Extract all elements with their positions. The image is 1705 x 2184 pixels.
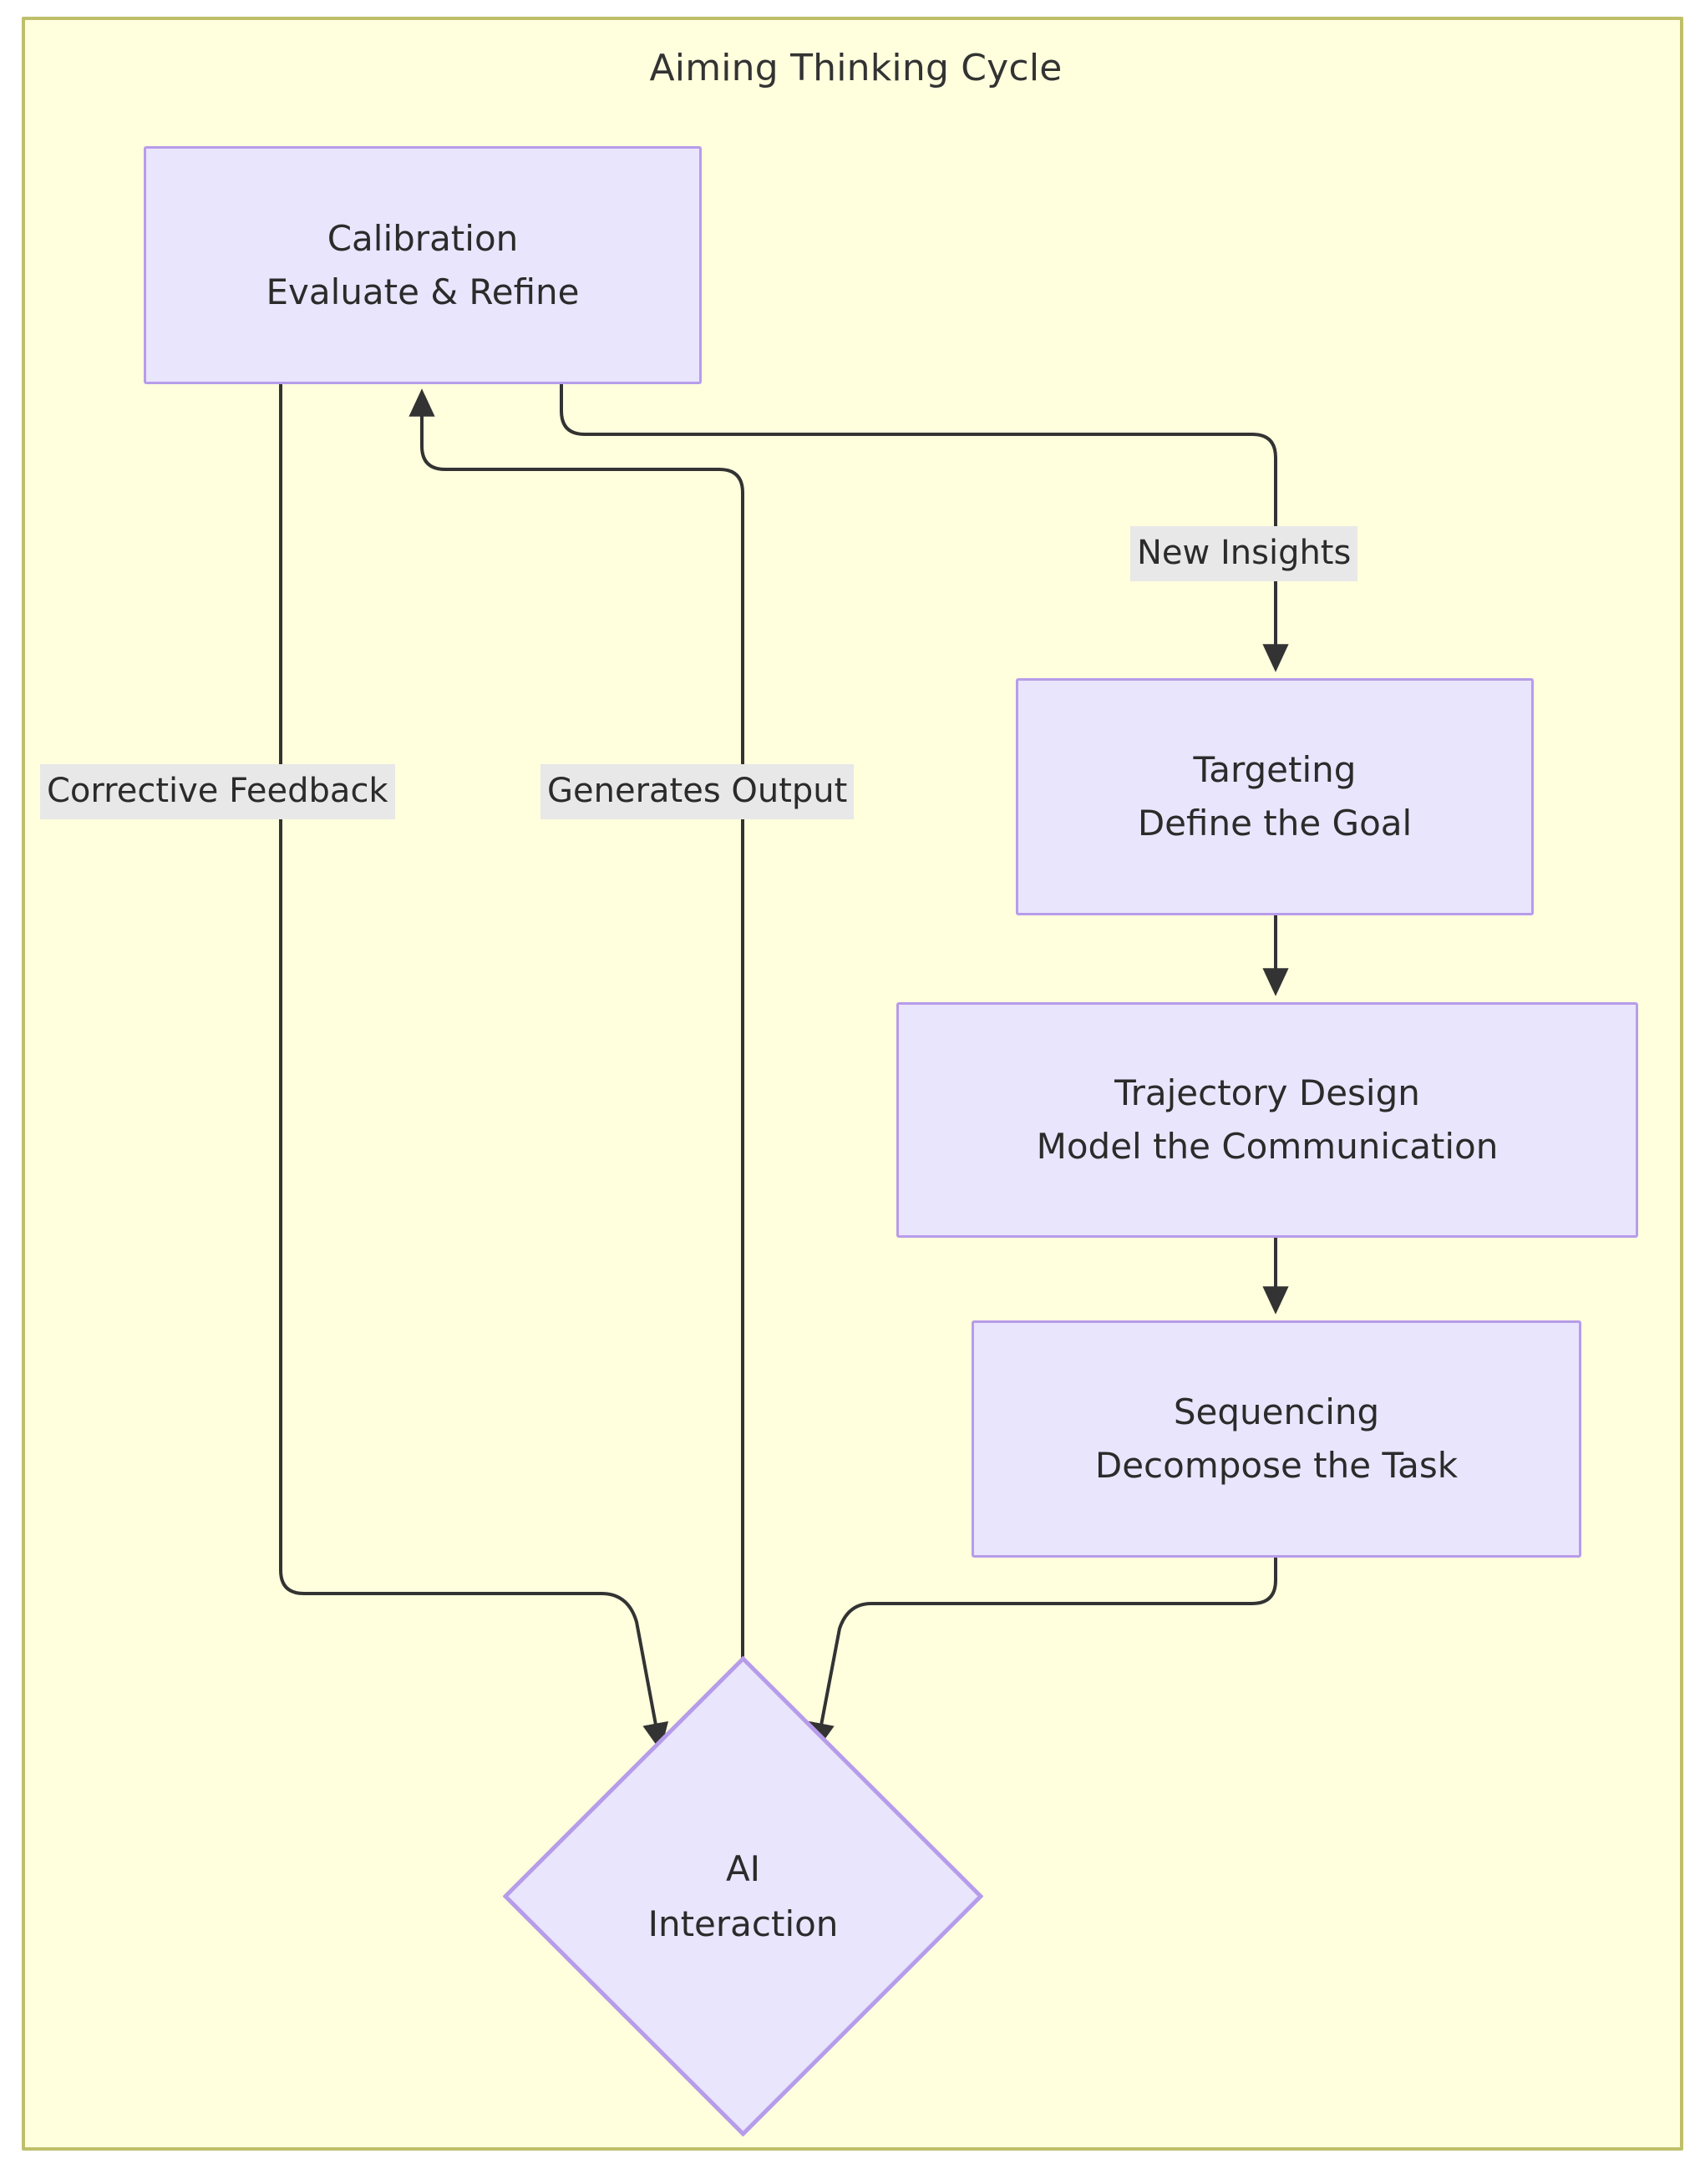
node-calibration-title: Calibration bbox=[327, 217, 519, 259]
edge-label-new-insights: New Insights bbox=[1130, 526, 1358, 581]
diagram-title: Aiming Thinking Cycle bbox=[649, 47, 1063, 89]
node-trajectory-title: Trajectory Design bbox=[1114, 1072, 1420, 1114]
diamond-shape bbox=[503, 1656, 983, 2136]
node-sequencing[interactable]: Sequencing Decompose the Task bbox=[972, 1320, 1581, 1558]
node-targeting[interactable]: Targeting Define the Goal bbox=[1016, 678, 1534, 915]
node-calibration-subtitle: Evaluate & Refine bbox=[266, 271, 580, 312]
node-ai-subtitle: Interaction bbox=[647, 1903, 839, 1944]
node-sequencing-title: Sequencing bbox=[1173, 1391, 1380, 1433]
node-targeting-title: Targeting bbox=[1193, 749, 1357, 791]
node-ai-interaction[interactable]: AI Interaction bbox=[503, 1656, 983, 2136]
node-trajectory-subtitle: Model the Communication bbox=[1036, 1126, 1499, 1167]
node-calibration[interactable]: Calibration Evaluate & Refine bbox=[144, 146, 702, 384]
node-ai-interaction-label: AI Interaction bbox=[503, 1656, 983, 2136]
node-targeting-subtitle: Define the Goal bbox=[1137, 803, 1413, 844]
edge-label-corrective-feedback: Corrective Feedback bbox=[40, 764, 395, 819]
node-sequencing-subtitle: Decompose the Task bbox=[1094, 1445, 1459, 1486]
edge-label-generates-output: Generates Output bbox=[540, 764, 855, 819]
node-trajectory-design[interactable]: Trajectory Design Model the Communicatio… bbox=[896, 1002, 1638, 1238]
node-ai-title: AI bbox=[725, 1848, 761, 1890]
